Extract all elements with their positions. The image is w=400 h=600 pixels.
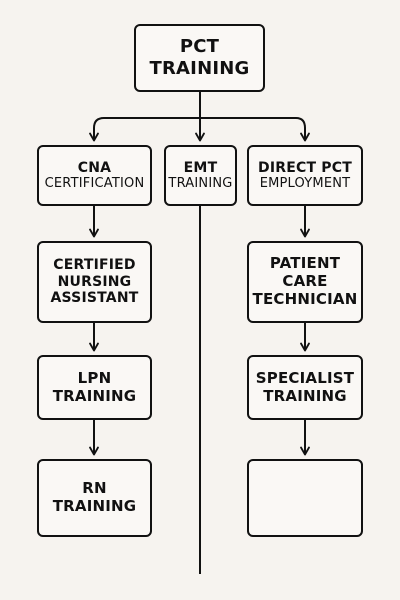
pct-training-line-1: PCT [179, 36, 220, 58]
lpn-training-box: LPN TRAINING [37, 355, 152, 420]
emt-training-line-1: EMT [183, 159, 218, 176]
empty-box [247, 459, 363, 537]
certified-nursing-assistant-box: CERTIFIED NURSING ASSISTANT [37, 241, 152, 323]
pct-training-line-2: TRAINING [149, 58, 250, 79]
direct-pct-employment-box: DIRECT PCT EMPLOYMENT [247, 145, 363, 206]
patient-care-technician-line-3: TECHNICIAN [252, 289, 358, 308]
pct-training-box: PCT TRAINING [134, 24, 265, 92]
lpn-training-line-1: LPN [77, 368, 112, 387]
certified-nursing-assistant-line-3: ASSISTANT [50, 290, 139, 307]
rn-training-line-1: RN [82, 479, 107, 498]
rn-training-line-2: TRAINING [52, 497, 137, 515]
branch-left [89, 117, 200, 142]
cna-certification-line-1: CNA [77, 159, 112, 176]
rn-training-box: RN TRAINING [37, 459, 152, 537]
patient-care-technician-box: PATIENT CARE TECHNICIAN [247, 241, 363, 323]
emt-training-line-2: TRAINING [168, 176, 233, 192]
specialist-training-line-1: SPECIALIST [255, 368, 355, 387]
direct-pct-employment-line-1: DIRECT PCT [258, 159, 352, 176]
cna-certification-box: CNA CERTIFICATION [37, 145, 152, 206]
emt-training-box: EMT TRAINING [164, 145, 237, 206]
specialist-training-box: SPECIALIST TRAINING [247, 355, 363, 420]
cna-certification-line-2: CERTIFICATION [44, 176, 145, 192]
certified-nursing-assistant-line-1: CERTIFIED [53, 257, 136, 274]
certified-nursing-assistant-line-2: NURSING [57, 273, 132, 290]
direct-pct-employment-line-2: EMPLOYMENT [259, 176, 351, 192]
patient-care-technician-line-1: PATIENT [269, 254, 341, 273]
branch-right [200, 117, 310, 142]
patient-care-technician-line-2: CARE [282, 272, 328, 291]
lpn-training-line-2: TRAINING [52, 386, 137, 405]
specialist-training-line-2: TRAINING [263, 386, 347, 405]
